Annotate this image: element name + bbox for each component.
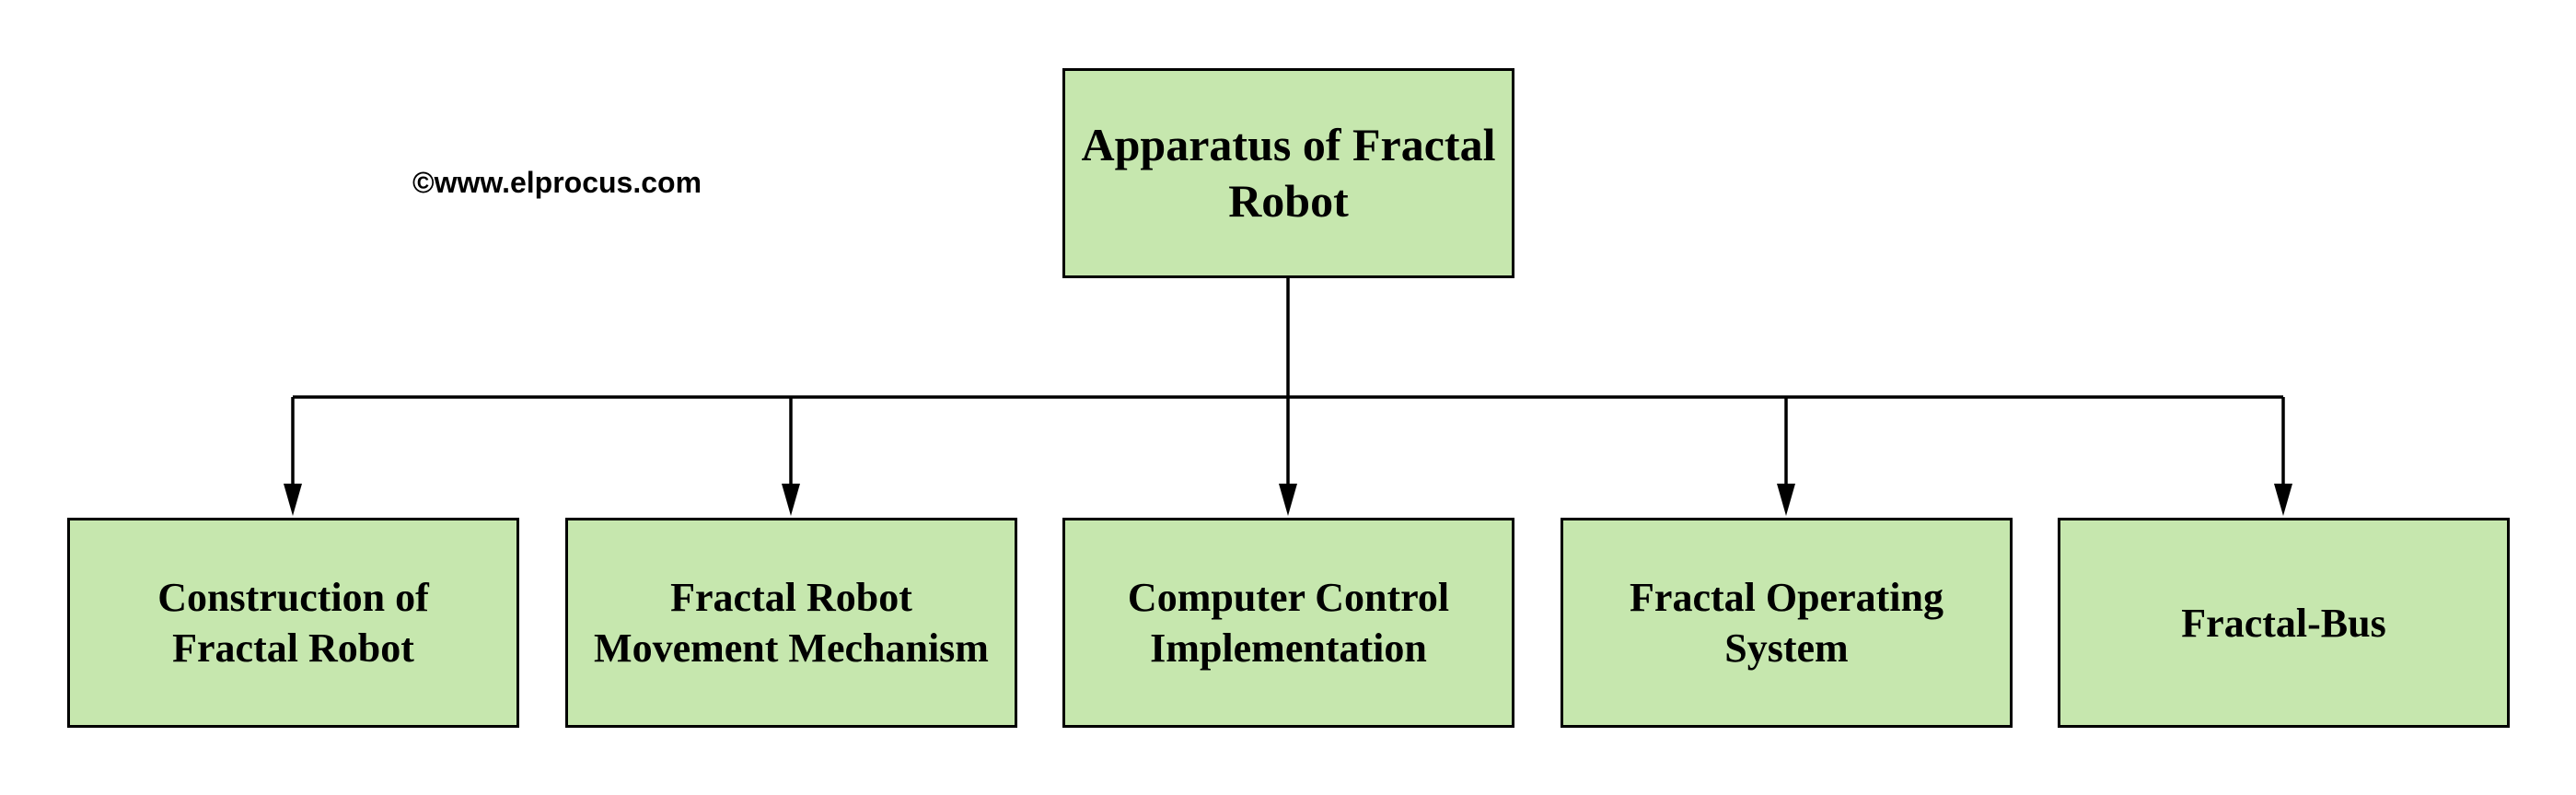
child-node-label: Computer Control Implementation <box>1127 575 1450 671</box>
child-node-label: Fractal-Bus <box>2181 600 2386 646</box>
child-node-label: Fractal Operating System <box>1630 575 1944 671</box>
arrow-to-child-4 <box>2274 397 2292 516</box>
child-node-computer-control: Computer Control Implementation <box>1062 518 1514 728</box>
watermark-text: ©www.elprocus.com <box>412 166 702 199</box>
arrow-to-child-2 <box>1279 397 1297 516</box>
child-node-label: Construction of Fractal Robot <box>157 575 429 671</box>
child-node-operating-system: Fractal Operating System <box>1561 518 2013 728</box>
root-node: Apparatus of Fractal Robot <box>1062 68 1514 278</box>
child-node-construction: Construction of Fractal Robot <box>67 518 519 728</box>
arrow-to-child-1 <box>782 397 800 516</box>
child-node-label: Fractal Robot Movement Mechanism <box>594 575 989 671</box>
child-node-movement-mechanism: Fractal Robot Movement Mechanism <box>565 518 1017 728</box>
arrow-to-child-3 <box>1777 397 1795 516</box>
child-node-fractal-bus: Fractal-Bus <box>2058 518 2510 728</box>
arrow-to-child-0 <box>284 397 302 516</box>
root-node-label: Apparatus of Fractal Robot <box>1081 119 1496 227</box>
